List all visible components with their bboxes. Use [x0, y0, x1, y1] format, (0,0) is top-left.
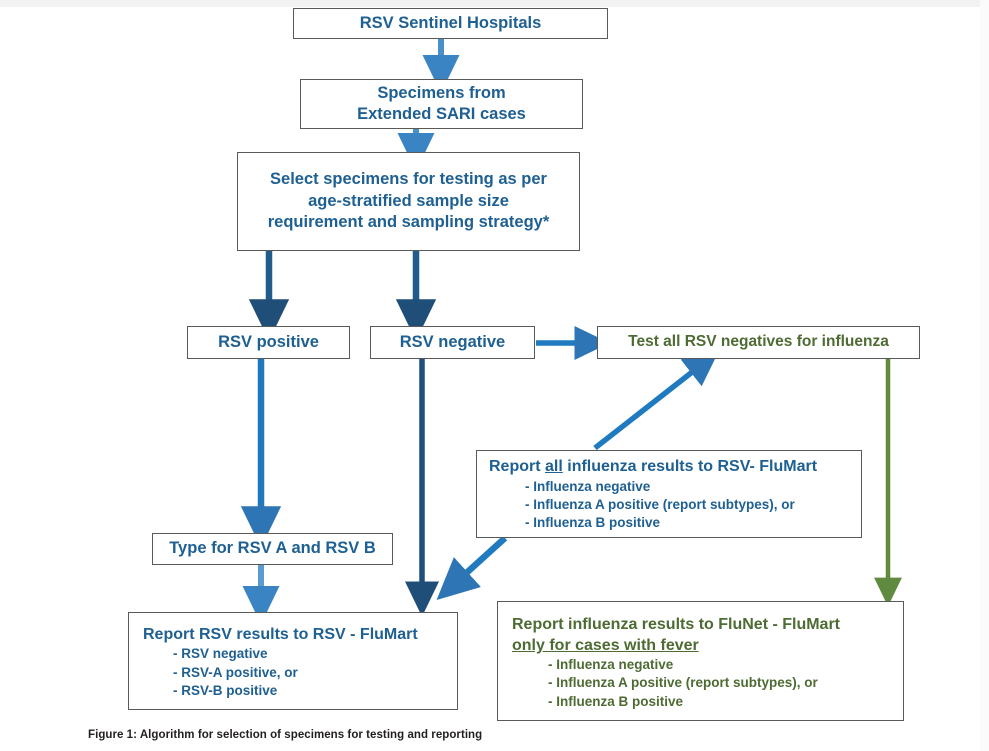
list-item: - RSV-B positive	[173, 682, 278, 698]
figure-caption: Figure 1: Algorithm for selection of spe…	[88, 729, 483, 741]
node-sentinel-hospitals-line-1: RSV Sentinel Hospitals	[359, 13, 542, 32]
node-report-rsv-results-bullets: - RSV negative - RSV-A positive, or - RS…	[143, 645, 298, 700]
arrow-test-all-to-report-all-influenza	[593, 351, 719, 451]
node-select-specimens-line-2: age-stratified sample size	[308, 191, 509, 210]
page-right-strip	[980, 0, 989, 751]
node-report-all-influenza-bullets: - Influenza negative - Influenza A posit…	[489, 478, 795, 533]
node-sentinel-hospitals[interactable]: RSV Sentinel Hospitals	[293, 8, 608, 39]
arrow-report-all-influenza-to-report-rsv	[436, 535, 508, 600]
node-select-specimens-line-1: Select specimens for testing as per	[270, 170, 547, 189]
node-specimens-line-1: Specimens from	[377, 83, 506, 102]
list-item: - RSV-A positive, or	[173, 664, 298, 680]
node-test-all-negatives-label: Test all RSV negatives for influenza	[628, 333, 889, 351]
list-item: - Influenza A positive (report subtypes)…	[548, 675, 818, 691]
list-item: - RSV negative	[173, 646, 268, 662]
node-report-rsv-results[interactable]: Report RSV results to RSV - FluMart - RS…	[128, 612, 458, 710]
report-all-heading-underlined: all	[545, 458, 563, 476]
node-report-rsv-results-heading: Report RSV results to RSV - FluMart	[143, 625, 418, 643]
list-item: - Influenza A positive (report subtypes)…	[525, 497, 795, 513]
node-type-rsv-ab[interactable]: Type for RSV A and RSV B	[152, 533, 393, 565]
node-report-all-influenza-heading: Report all influenza results to RSV- Flu…	[489, 456, 817, 478]
node-select-specimens-line-3: requirement and sampling strategy*	[267, 213, 550, 232]
node-type-rsv-ab-label: Type for RSV A and RSV B	[169, 539, 376, 558]
node-report-all-influenza[interactable]: Report all influenza results to RSV- Flu…	[476, 450, 862, 538]
node-report-influenza-flunet-heading-line-1: Report influenza results to FluNet - Flu…	[512, 615, 841, 633]
node-select-specimens[interactable]: Select specimens for testing as per age-…	[237, 152, 580, 251]
list-item: - Influenza negative	[548, 657, 674, 673]
node-test-all-negatives[interactable]: Test all RSV negatives for influenza	[597, 326, 920, 359]
node-specimens-line-2: Extended SARI cases	[357, 105, 526, 123]
node-rsv-negative-label: RSV negative	[399, 332, 506, 351]
node-report-influenza-flunet-bullets: - Influenza negative - Influenza A posit…	[512, 656, 818, 711]
node-specimens[interactable]: Specimens from Extended SARI cases	[300, 79, 583, 129]
node-report-influenza-flunet-heading-line-2: only for cases with fever	[512, 636, 699, 654]
list-item: - Influenza B positive	[548, 693, 684, 709]
list-item: - Influenza negative	[525, 478, 651, 494]
node-rsv-positive-label: RSV positive	[218, 332, 319, 351]
page-top-strip	[0, 0, 989, 7]
node-rsv-positive[interactable]: RSV positive	[187, 326, 350, 359]
list-item: - Influenza B positive	[525, 515, 661, 531]
report-all-heading-post: influenza results to RSV- FluMart	[562, 458, 818, 476]
node-report-influenza-flunet[interactable]: Report influenza results to FluNet - Flu…	[497, 601, 904, 721]
node-rsv-negative[interactable]: RSV negative	[370, 326, 535, 359]
report-all-heading-pre: Report	[489, 458, 545, 476]
